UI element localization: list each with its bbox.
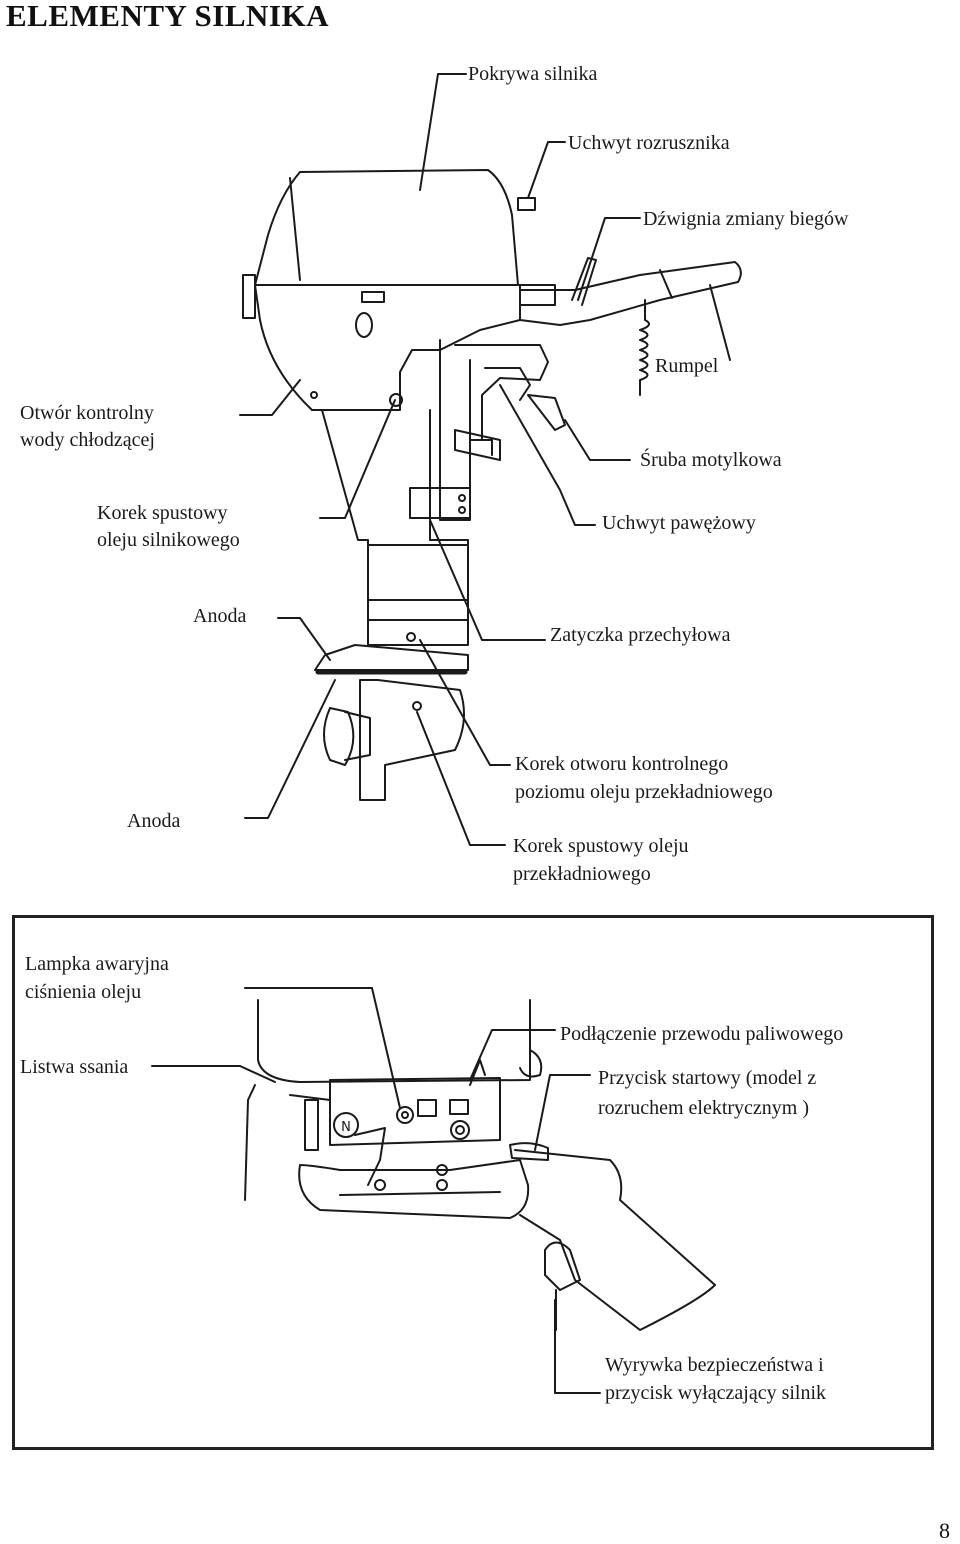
tiller-grip-shape — [514, 1149, 716, 1331]
label-tiller: Rumpel — [655, 355, 719, 377]
label-choke-knob: Listwa ssania — [20, 1056, 129, 1078]
label-gear-oil-level-plug-line2: poziomu oleju przekładniowego — [515, 781, 773, 803]
thumb-screw-shape — [527, 394, 566, 431]
label-start-button-line1: Przycisk startowy (model z — [598, 1067, 817, 1089]
label-emergency-stop-line1: Wyrywka bezpieczeństwa i — [605, 1354, 824, 1376]
outboard-engine-illustration — [239, 73, 742, 846]
propeller-shape — [323, 707, 355, 766]
label-emergency-stop-line2: przycisk wyłączający silnik — [605, 1382, 827, 1404]
neutral-marker-label: N — [341, 1120, 351, 1135]
inset-detail-frame — [12, 915, 934, 1450]
label-anode-lower: Anoda — [127, 810, 181, 832]
label-starter-handle: Uchwyt rozrusznika — [568, 132, 730, 154]
label-oil-pressure-lamp-line2: ciśnienia oleju — [25, 981, 142, 1003]
label-cooling-water-check-hole-line2: wody chłodzącej — [20, 429, 155, 451]
shaft-shape — [321, 409, 469, 646]
tiller-shape — [519, 261, 742, 326]
tiller-arm-shape — [298, 1159, 530, 1219]
engine-cover-shape — [254, 169, 519, 286]
label-cooling-water-check-hole-line1: Otwór kontrolny — [20, 402, 154, 424]
label-oil-drain-plug-line2: oleju silnikowego — [97, 529, 240, 551]
lower-cowl-shape — [254, 284, 521, 411]
label-thumb-screw: Śruba motylkowa — [640, 449, 782, 471]
label-gear-shift-lever: Dźwignia zmiany biegów — [643, 208, 849, 230]
oil-pressure-lamp-shape — [396, 1106, 414, 1124]
label-start-button-line2: rozruchem elektrycznym ) — [598, 1097, 810, 1119]
label-engine-cover: Pokrywa silnika — [468, 63, 598, 85]
starter-handle-shape — [517, 197, 536, 211]
choke-knob-shape — [304, 1099, 319, 1151]
label-gear-oil-drain-plug-line1: Korek spustowy oleju — [513, 835, 689, 857]
label-anode-upper: Anoda — [193, 605, 247, 627]
label-fuel-line-connector: Podłączenie przewodu paliwowego — [560, 1023, 844, 1045]
label-gear-oil-level-plug-line1: Korek otworu kontrolnego — [515, 753, 729, 775]
lanyard-coil — [639, 299, 650, 396]
fuel-connector-shape — [469, 1059, 486, 1086]
page-number: 8 — [939, 1518, 950, 1543]
label-oil-drain-plug-line1: Korek spustowy — [97, 502, 228, 524]
gearcase-shape — [359, 679, 465, 801]
panel-face-shape — [329, 1077, 501, 1146]
label-tilt-stopper: Zatyczka przechyłowa — [550, 624, 731, 646]
label-oil-pressure-lamp-line1: Lampka awaryjna — [25, 953, 169, 975]
start-button-shape — [450, 1120, 470, 1140]
page-title: ELEMENTY SILNIKA — [6, 0, 329, 33]
label-transom-bracket: Uchwyt pawężowy — [602, 512, 756, 534]
emergency-stop-switch-shape — [544, 1241, 581, 1291]
label-gear-oil-drain-plug-line2: przekładniowego — [513, 863, 651, 885]
neutral-marker-shape — [333, 1112, 359, 1138]
